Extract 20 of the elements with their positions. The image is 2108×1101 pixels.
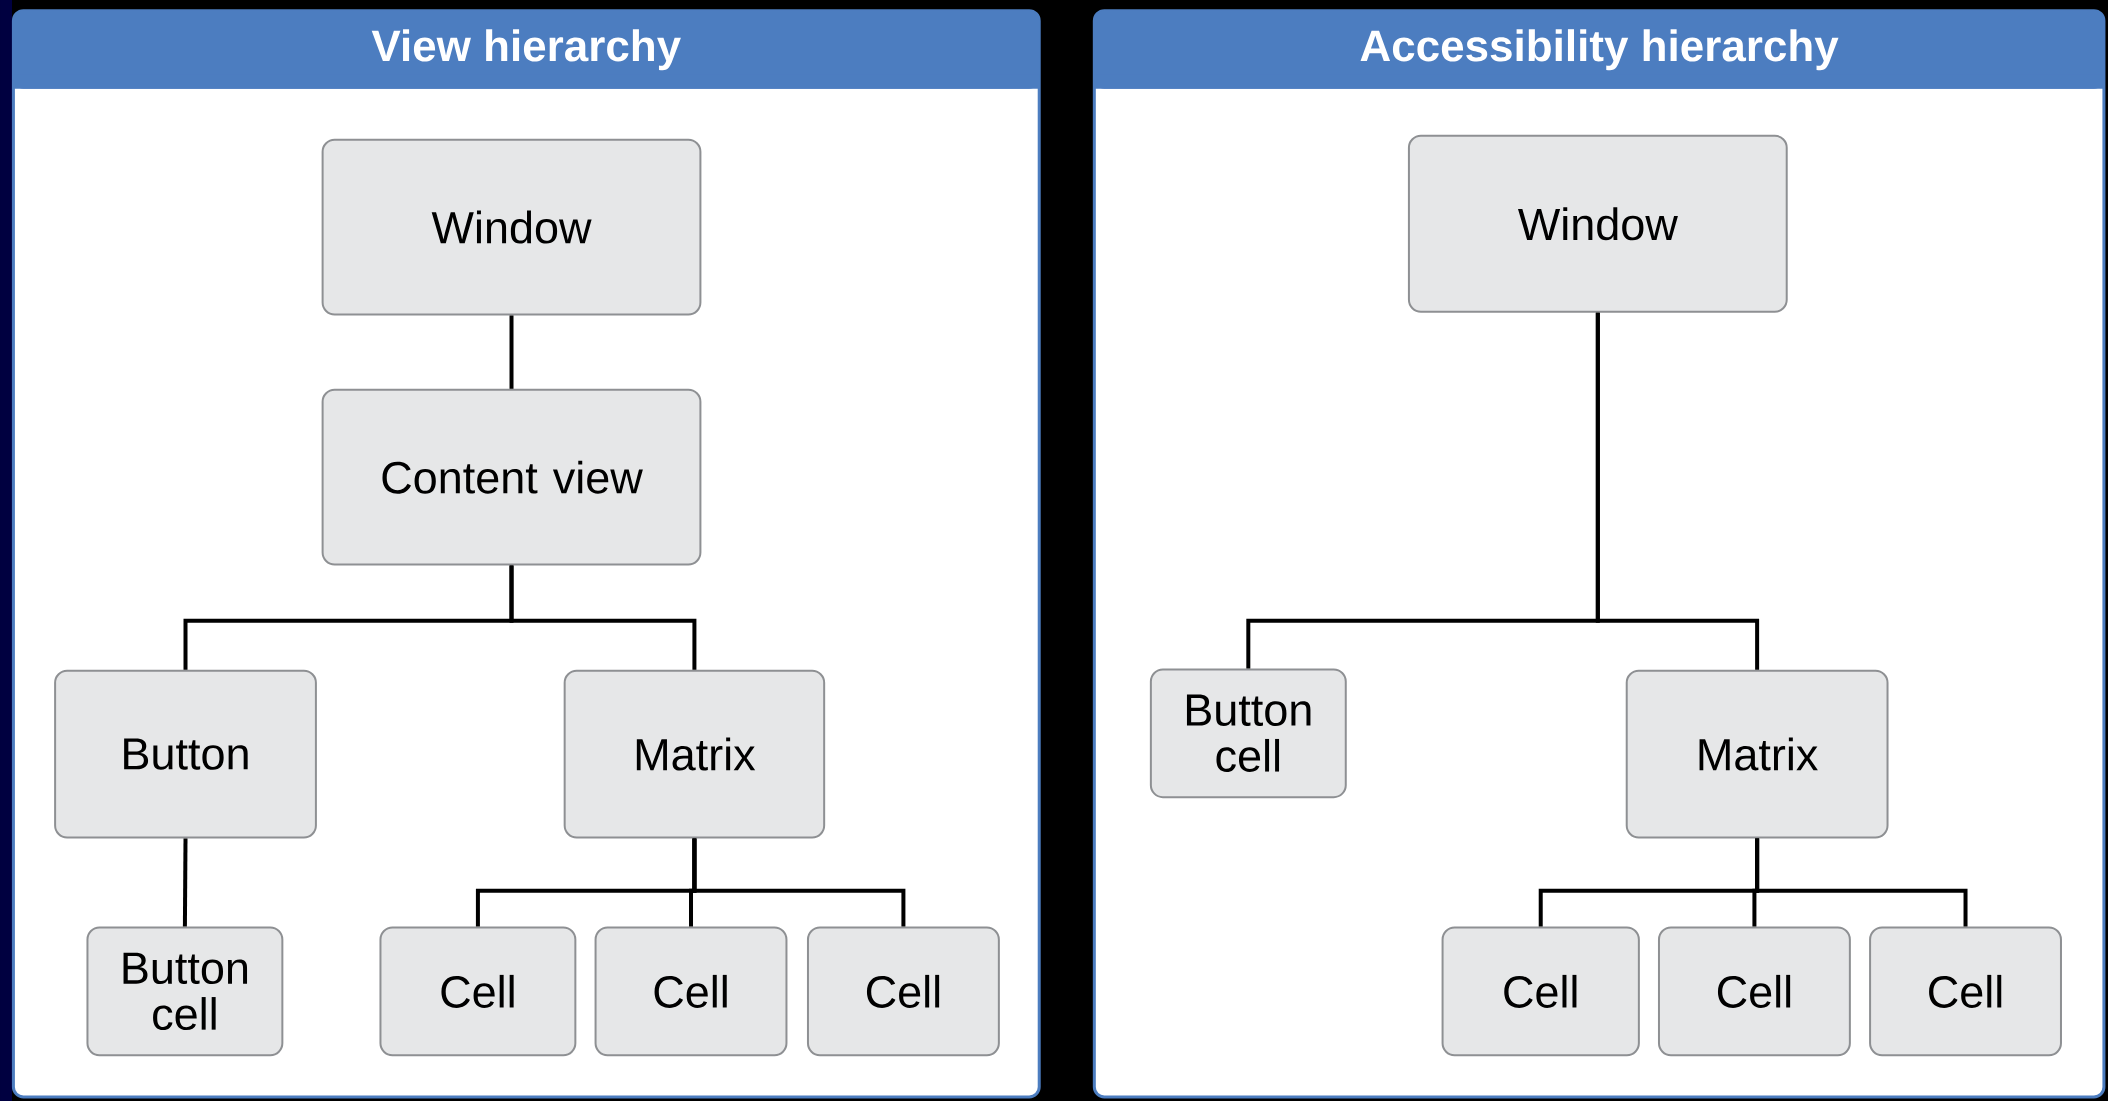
connector-line <box>692 838 906 927</box>
connector-line <box>509 565 697 670</box>
box: Cell <box>806 926 1000 1057</box>
box: Button cell <box>1149 668 1347 799</box>
box: Cell <box>594 926 788 1057</box>
box: Window <box>321 138 702 316</box>
box: Matrix <box>1625 669 1889 839</box>
box: Cell <box>1441 926 1640 1057</box>
connector-line <box>182 838 188 927</box>
connector-line <box>509 315 514 389</box>
connector-line <box>1595 312 1760 670</box>
box: Cell <box>379 926 577 1057</box>
connector-line <box>1755 838 1968 927</box>
box: Matrix <box>563 669 826 839</box>
box: Content view <box>321 388 702 566</box>
box: Window <box>1407 134 1788 313</box>
box: Cell <box>1869 926 2062 1057</box>
box: Button cell <box>86 926 284 1057</box>
box: Button <box>54 669 317 839</box>
box: Cell <box>1657 926 1851 1057</box>
